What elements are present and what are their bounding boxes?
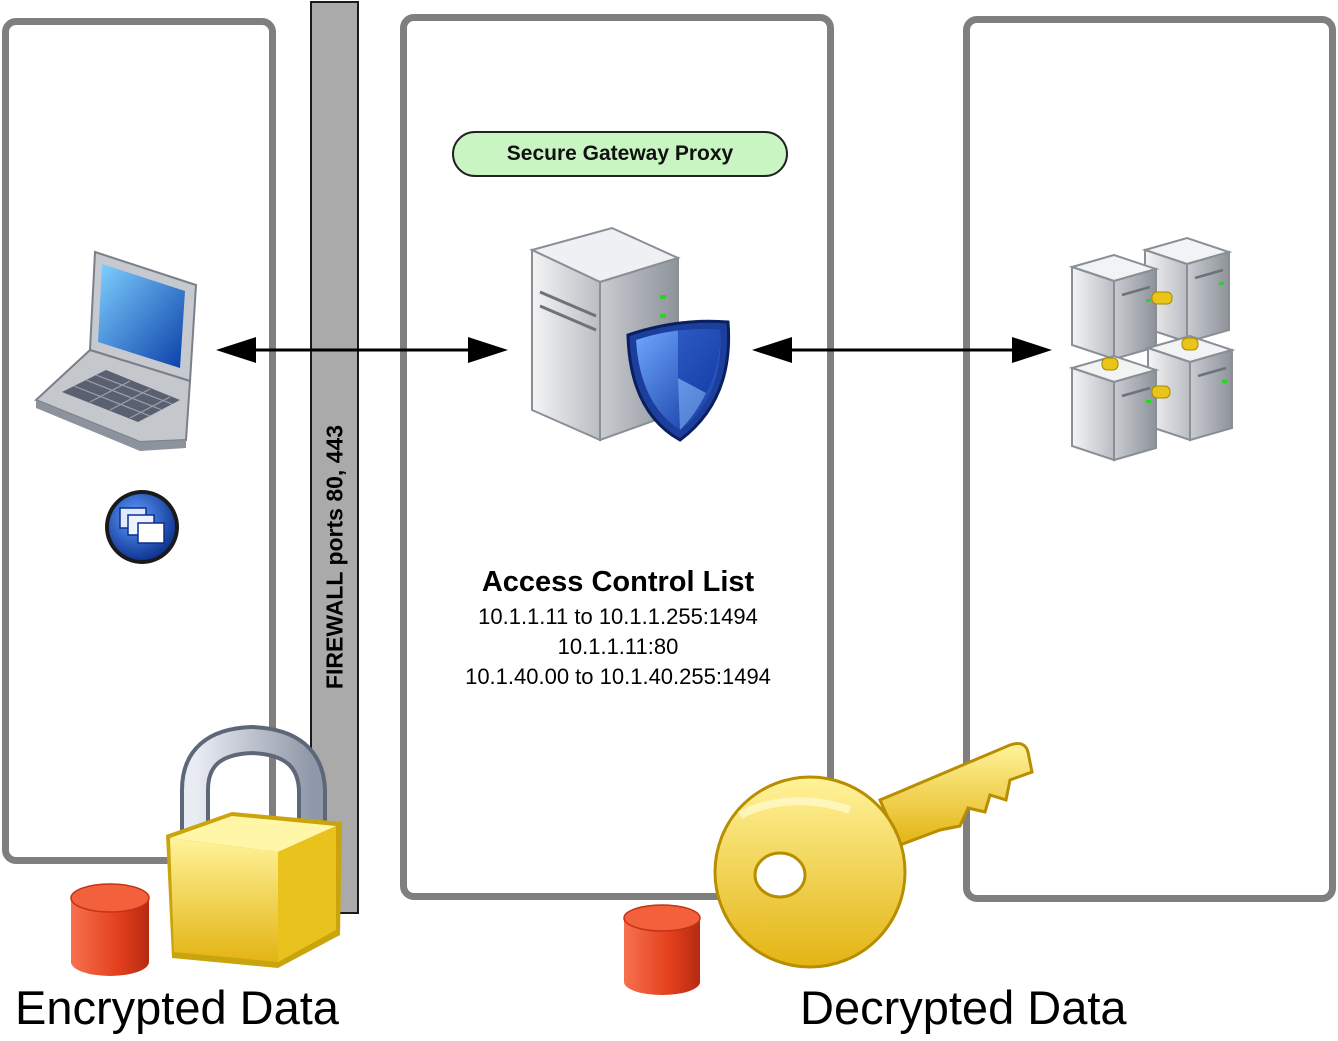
- access-control-list: Access Control List 10.1.1.11 to 10.1.1.…: [418, 562, 818, 692]
- citrix-client-icon: [105, 490, 179, 564]
- encrypted-data-caption: Encrypted Data: [15, 981, 339, 1034]
- acl-entry: 10.1.1.11 to 10.1.1.255:1494: [478, 604, 758, 629]
- decrypted-data-caption: Decrypted Data: [800, 981, 1127, 1034]
- acl-entry: 10.1.40.00 to 10.1.40.255:1494: [465, 664, 771, 689]
- data-cylinder-icon: [70, 883, 150, 976]
- acl-title: Access Control List: [481, 566, 755, 598]
- backend-panel: [963, 16, 1336, 902]
- server-cluster-icon: [1068, 236, 1236, 462]
- acl-entry: 10.1.1.11:80: [557, 634, 679, 659]
- arrow-gateway-backend: [752, 337, 1052, 363]
- server-with-shield-icon: [529, 226, 731, 442]
- key-icon: [713, 742, 1034, 969]
- padlock-icon: [166, 724, 342, 968]
- data-cylinder-icon: [623, 904, 701, 995]
- arrow-client-gateway: [216, 337, 508, 363]
- laptop-icon: [34, 250, 198, 451]
- proxy-badge: Secure Gateway Proxy: [452, 131, 788, 177]
